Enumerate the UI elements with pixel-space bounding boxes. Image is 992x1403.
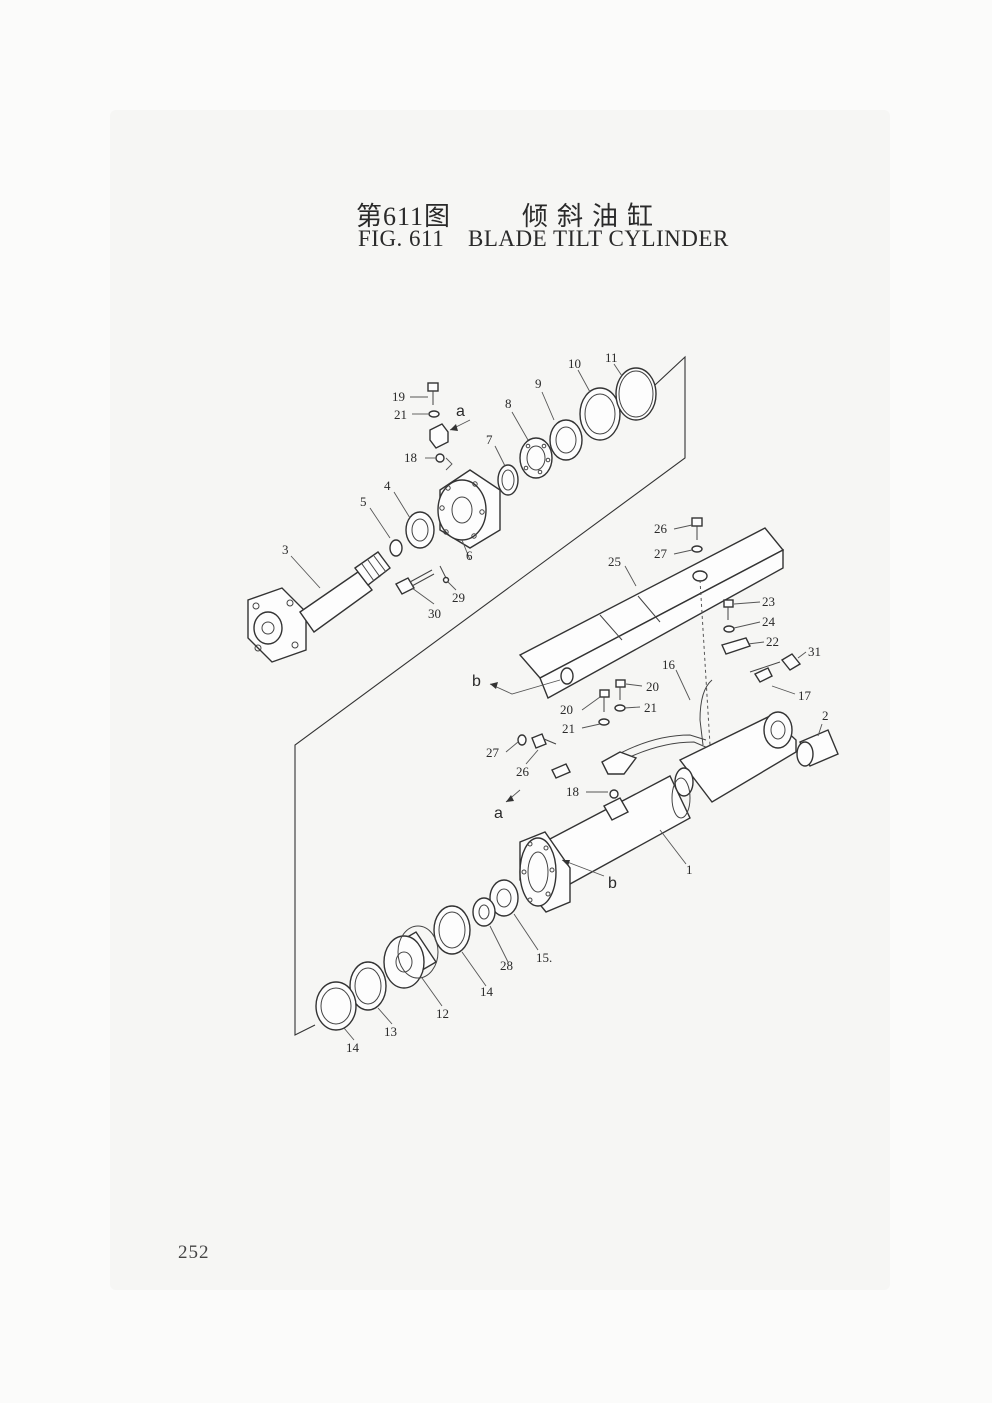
part-6-cylinder-head [437, 469, 501, 549]
part-2-eye-bushing [796, 729, 839, 767]
callout-23: 23 [762, 594, 775, 609]
part-callouts: 3 5 4 6 7 8 9 10 11 19 21 18 30 29 25 26… [282, 350, 829, 1055]
callout-18-mid: 18 [566, 784, 579, 799]
callout-10: 10 [568, 356, 581, 371]
parts-23-24-22-clamp [721, 599, 751, 655]
callout-27-left: 27 [486, 745, 500, 760]
callout-6: 6 [466, 548, 473, 563]
part-14-wear-ring-upper [433, 905, 471, 955]
callout-29: 29 [452, 590, 465, 605]
scan-background [110, 110, 890, 1290]
parts-20-21-mid-bolts [598, 679, 638, 775]
part-13-piston-seal [349, 961, 387, 1011]
callout-1: 1 [686, 862, 693, 877]
callout-20-right: 20 [646, 679, 659, 694]
reference-arrows [449, 419, 605, 877]
callout-7: 7 [486, 432, 493, 447]
callout-25: 25 [608, 554, 621, 569]
callout-31: 31 [808, 644, 821, 659]
callout-8: 8 [505, 396, 512, 411]
figure-number-en: FIG. 611 [358, 226, 445, 251]
parts-26-27-top-bolt [691, 517, 703, 553]
callout-11: 11 [605, 350, 618, 365]
callout-17: 17 [798, 688, 812, 703]
ref-a-top: a [456, 403, 465, 420]
parts-15-28-nut [472, 879, 519, 927]
callout-15: 15. [536, 950, 552, 965]
part-14-wear-ring-lower [315, 981, 357, 1031]
callout-4: 4 [384, 478, 391, 493]
callout-14-lower: 14 [346, 1040, 360, 1055]
part-5-snap-ring [389, 539, 403, 557]
callout-5: 5 [360, 494, 367, 509]
part-4-rod-seal [405, 511, 435, 549]
part-8-bushing [519, 437, 553, 479]
callout-13: 13 [384, 1024, 397, 1039]
part-3-piston-rod [247, 551, 391, 663]
callout-20-left: 20 [560, 702, 573, 717]
callout-19: 19 [392, 389, 405, 404]
part-1-cylinder-tube [519, 711, 797, 913]
assembly-frame-lines [294, 355, 686, 1036]
figure-title-english: FIG. 611 BLADE TILT CYLINDER [358, 226, 729, 252]
callout-22: 22 [766, 634, 779, 649]
callout-21-right: 21 [644, 700, 657, 715]
figure-number-cn: 第611图 [356, 202, 452, 231]
leader-lines [290, 363, 823, 1041]
ref-b-right: b [608, 875, 617, 892]
callout-16: 16 [662, 657, 676, 672]
callout-30: 30 [428, 606, 441, 621]
reference-letters: a a b b [456, 403, 617, 892]
part-9-dust-seal [549, 419, 583, 461]
callout-24: 24 [762, 614, 776, 629]
parts-29-30-head-bolts [395, 565, 450, 595]
callout-18-top: 18 [404, 450, 417, 465]
callout-26-top: 26 [654, 521, 668, 536]
ref-b-left: b [472, 673, 481, 690]
part-11-o-ring [615, 367, 657, 421]
figure-name-en: BLADE TILT CYLINDER [468, 226, 729, 251]
figure-title-chinese: 第611图 倾斜油缸 [356, 196, 662, 233]
callout-27-top: 27 [654, 546, 668, 561]
callout-3: 3 [282, 542, 289, 557]
callout-2: 2 [822, 708, 829, 723]
callout-12: 12 [436, 1006, 449, 1021]
figure-name-cn: 倾斜油缸 [522, 202, 663, 231]
part-12-piston [383, 925, 439, 989]
callout-21-top: 21 [394, 407, 407, 422]
callout-28: 28 [500, 958, 513, 973]
parts-27-26-side-bolt [517, 733, 571, 779]
parts-19-21-18-head-fasteners [427, 382, 453, 471]
part-25-cover-tube [518, 527, 785, 746]
part-7-o-ring [497, 464, 519, 496]
callout-26-left: 26 [516, 764, 530, 779]
page-number: 252 [178, 1242, 210, 1263]
callout-14-upper: 14 [480, 984, 494, 999]
callout-9: 9 [535, 376, 542, 391]
ref-a-bottom: a [494, 805, 503, 822]
part-10-backup-ring [579, 387, 621, 441]
callout-21-left: 21 [562, 721, 575, 736]
